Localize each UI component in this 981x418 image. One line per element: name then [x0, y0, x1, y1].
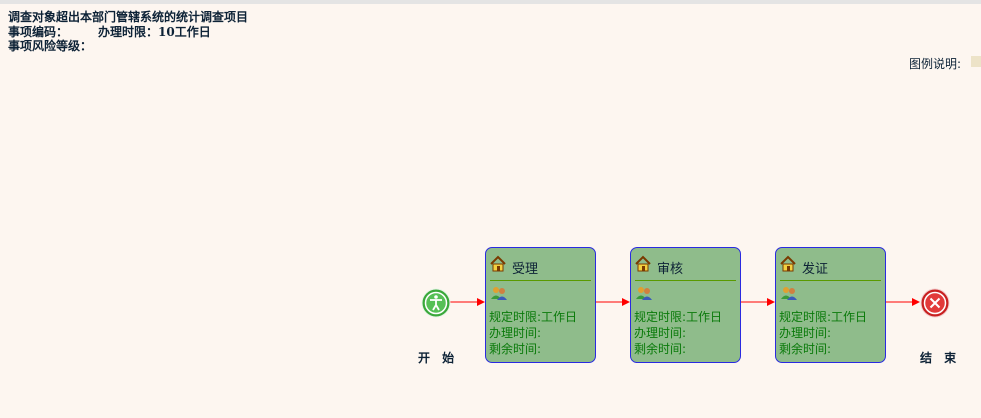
step-remaining-time: 剩余时间:: [634, 342, 687, 356]
step-accept[interactable]: 受理 规定时限:工作日 办理时间: 剩余时间:: [485, 247, 596, 363]
step-title: 受理: [512, 262, 539, 277]
top-bar: [0, 0, 981, 4]
house-icon: [780, 255, 796, 272]
end-node[interactable]: [920, 288, 950, 322]
divider: [490, 280, 591, 281]
step-review[interactable]: 审核 规定时限:工作日 办理时间: 剩余时间:: [630, 247, 741, 363]
start-node[interactable]: [421, 288, 451, 322]
people-icon: [781, 287, 797, 300]
divider: [635, 280, 736, 281]
house-icon: [490, 255, 506, 272]
house-icon: [635, 255, 651, 272]
item-code: 事项编码： 办理时限：10工作日: [8, 25, 211, 39]
page-title: 调查对象超出本部门管辖系统的统计调查项目: [8, 10, 249, 24]
risk-level: 事项风险等级：: [8, 39, 93, 53]
step-handle-time: 办理时间:: [489, 326, 542, 340]
step-title: 发证: [802, 262, 829, 277]
start-person-icon: [421, 288, 451, 318]
legend-swatch: [971, 56, 981, 67]
step-handle-time: 办理时间:: [779, 326, 832, 340]
item-code-label: 事项编码：: [8, 25, 69, 39]
time-limit: 办理时限：10工作日: [98, 25, 211, 39]
step-limit: 规定时限:工作日: [779, 310, 868, 324]
step-limit: 规定时限:工作日: [489, 310, 578, 324]
step-remaining-time: 剩余时间:: [489, 342, 542, 356]
end-label: 结 束: [920, 351, 961, 365]
step-remaining-time: 剩余时间:: [779, 342, 832, 356]
people-icon: [636, 287, 652, 300]
legend-label: 图例说明:: [909, 57, 962, 71]
end-close-icon: [920, 288, 950, 318]
people-icon: [491, 287, 507, 300]
step-handle-time: 办理时间:: [634, 326, 687, 340]
step-title: 审核: [657, 262, 684, 277]
start-label: 开 始: [418, 351, 459, 365]
divider: [780, 280, 881, 281]
step-limit: 规定时限:工作日: [634, 310, 723, 324]
step-issue[interactable]: 发证 规定时限:工作日 办理时间: 剩余时间:: [775, 247, 886, 363]
